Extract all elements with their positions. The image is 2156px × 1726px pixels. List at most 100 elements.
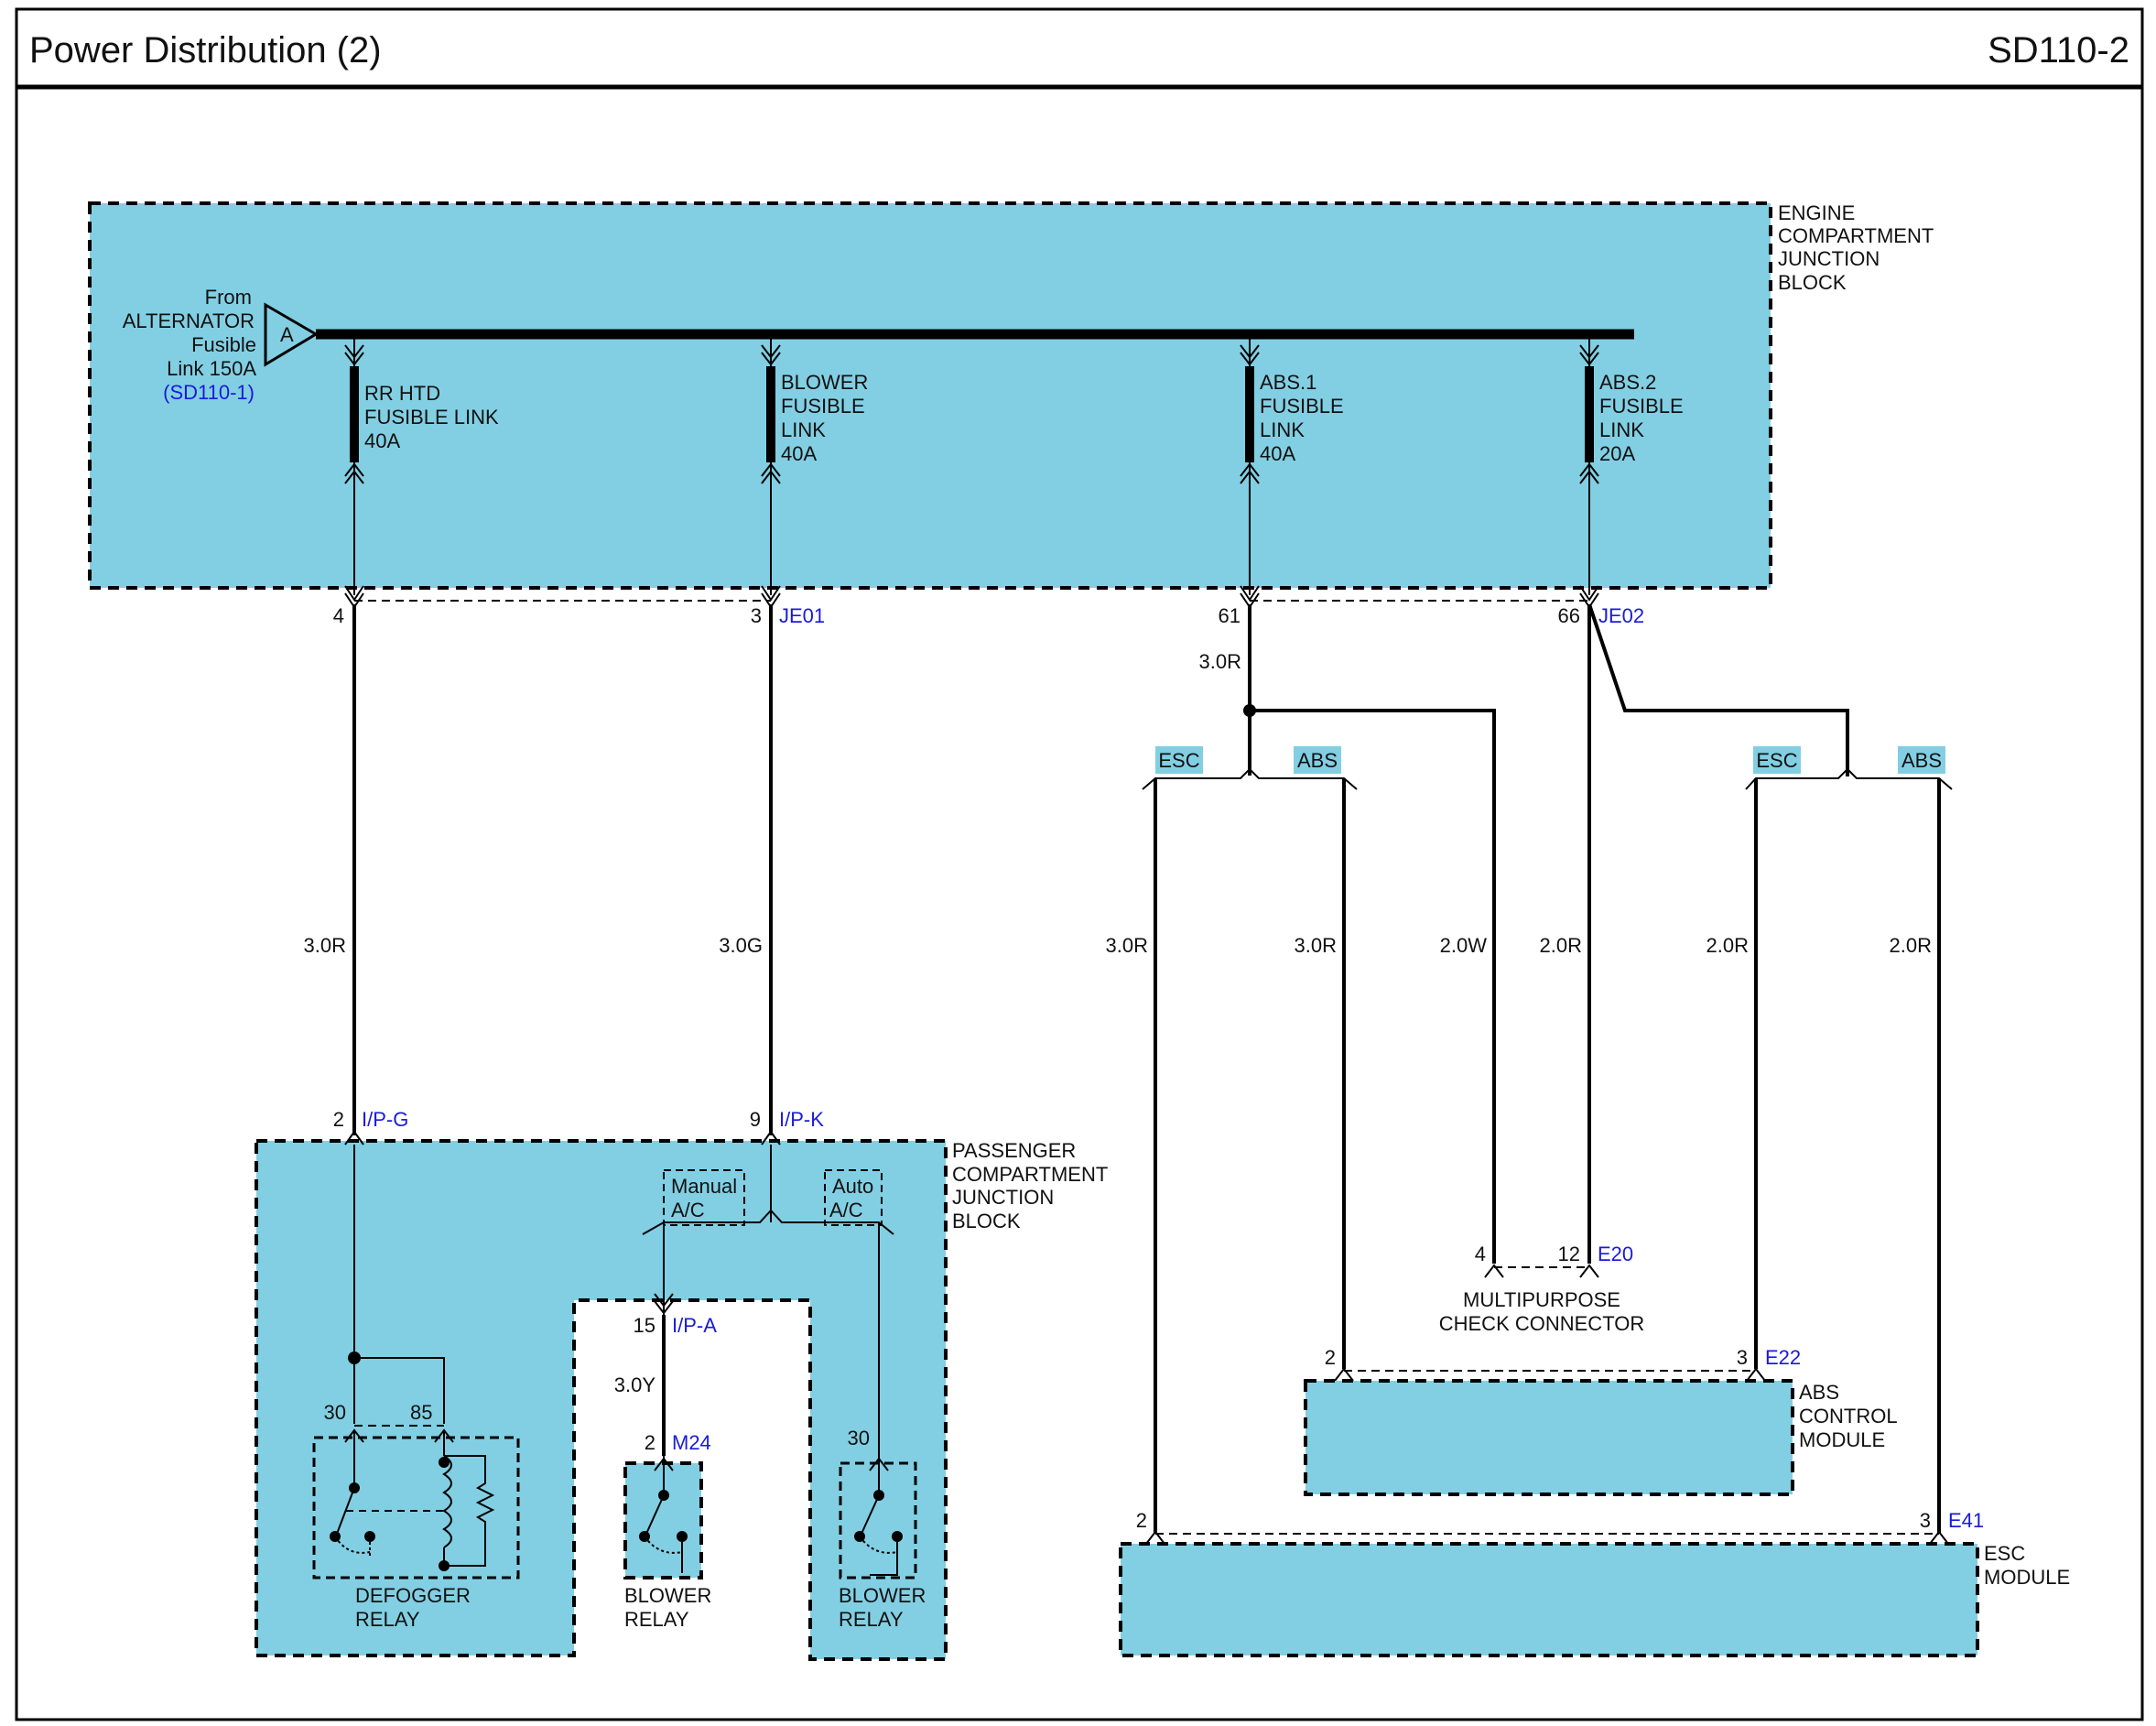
manual-ac-option [663, 1169, 745, 1226]
abs-module-label: ABS [1799, 1381, 1839, 1404]
pin-label: 3 [751, 604, 762, 627]
abs-module-label: CONTROL [1799, 1405, 1898, 1427]
pin-label: 2 [1325, 1346, 1336, 1369]
blower-relay-1-icon [639, 1457, 688, 1573]
connector-ipa: I/P-A [672, 1314, 717, 1337]
passenger-compartment-junction-block [255, 1139, 948, 1661]
wire-label: 3.0R [304, 934, 346, 957]
pin-label: 30 [848, 1427, 870, 1449]
wire-label: 3.0G [719, 934, 763, 957]
defogger-85-feed [354, 1357, 445, 1424]
ip-chevrons [344, 1130, 781, 1145]
pin-label: 9 [750, 1108, 761, 1131]
connector-m24: M24 [672, 1431, 711, 1454]
alternator-source: From ALTERNATOR Fusible Link 150A (SD110… [123, 286, 319, 404]
pin-label: 30 [324, 1401, 346, 1424]
svg-text:BLOWER: BLOWER [781, 371, 868, 394]
wire-label: 2.0W [1440, 934, 1488, 957]
esc-module-label: ESC [1984, 1542, 2025, 1565]
ipa-chevron [654, 1293, 674, 1315]
esc-module [1119, 1542, 1979, 1657]
svg-text:Link 150A: Link 150A [167, 357, 256, 380]
wire-je02-branch [1587, 603, 1849, 776]
ref-link: (SD110-1) [163, 381, 255, 404]
wire-label: 2.0R [1540, 934, 1582, 957]
svg-text:FUSIBLE: FUSIBLE [1599, 395, 1684, 418]
e22-chevrons [1334, 1367, 1766, 1382]
svg-text:40A: 40A [781, 442, 817, 465]
mpc-label: MULTIPURPOSE [1463, 1288, 1620, 1311]
fuse-abs2: ABS.2 FUSIBLE LINK 20A [1585, 334, 1684, 595]
auto-ac-option [824, 1169, 883, 1226]
blower-relay-2-label: BLOWER [839, 1584, 926, 1607]
defogger-relay-label: DEFOGGER [355, 1584, 471, 1607]
svg-text:ALTERNATOR: ALTERNATOR [123, 309, 255, 332]
mpc-label: CHECK CONNECTOR [1439, 1312, 1645, 1335]
wire-label: 3.0R [1106, 934, 1148, 957]
svg-text:JUNCTION: JUNCTION [952, 1186, 1054, 1209]
pin-label: 12 [1558, 1243, 1580, 1265]
blower-relay-2-label: RELAY [839, 1608, 904, 1631]
pcjb-label: PASSENGER COMPARTMENT JUNCTION BLOCK [952, 1139, 1108, 1232]
tag-label: ESC [1756, 749, 1797, 772]
connector-e41: E41 [1948, 1509, 1984, 1532]
svg-text:From: From [205, 286, 252, 309]
svg-text:RR HTD: RR HTD [364, 382, 440, 405]
svg-text:BLOCK: BLOCK [1778, 271, 1847, 294]
engine-compartment-junction-block [88, 201, 1772, 590]
svg-text:40A: 40A [1260, 442, 1295, 465]
svg-text:ABS.2: ABS.2 [1599, 371, 1656, 394]
pin-label: 66 [1558, 604, 1580, 627]
ecjb-label: ENGINE COMPARTMENT JUNCTION BLOCK [1778, 201, 1934, 294]
page-code: SD110-2 [1988, 30, 2129, 71]
svg-text:LINK: LINK [1599, 418, 1644, 441]
svg-text:FUSIBLE: FUSIBLE [1260, 395, 1344, 418]
pin-label: 61 [1219, 604, 1241, 627]
connector-ipg: I/P-G [362, 1108, 408, 1131]
svg-text:PASSENGER: PASSENGER [952, 1139, 1076, 1162]
page-title: Power Distribution (2) [29, 30, 382, 71]
svg-text:20A: 20A [1599, 442, 1635, 465]
wire-label: 2.0R [1706, 934, 1749, 957]
pin-label: 85 [410, 1401, 432, 1424]
tag-esc-2 [1753, 746, 1801, 774]
defogger-relay-label: RELAY [355, 1608, 420, 1631]
pin-label: 4 [333, 604, 344, 627]
connector-e22: E22 [1765, 1346, 1801, 1369]
abs-control-module [1304, 1379, 1794, 1496]
svg-text:ABS.1: ABS.1 [1260, 371, 1316, 394]
wire-label: 2.0R [1890, 934, 1932, 957]
svg-text:FUSIBLE LINK: FUSIBLE LINK [364, 406, 499, 429]
tag-abs-2 [1898, 746, 1945, 774]
svg-text:JUNCTION: JUNCTION [1778, 247, 1880, 270]
fuse-blower: BLOWER FUSIBLE LINK 40A [766, 334, 868, 595]
e41-chevrons [1145, 1530, 1949, 1545]
connector-je01: JE01 [779, 604, 825, 627]
svg-text:COMPARTMENT: COMPARTMENT [952, 1163, 1108, 1186]
pin-label: 2 [645, 1431, 655, 1454]
svg-text:COMPARTMENT: COMPARTMENT [1778, 224, 1934, 247]
pin-label: 3 [1737, 1346, 1748, 1369]
option-label: A/C [829, 1199, 863, 1221]
esc-module-label: MODULE [1984, 1566, 2070, 1589]
svg-text:FUSIBLE: FUSIBLE [781, 395, 865, 418]
tag-abs-1 [1294, 746, 1341, 774]
option-label: Auto [832, 1175, 873, 1198]
fuse-rr-htd: RR HTD FUSIBLE LINK 40A [350, 334, 499, 595]
blower-relay-1-label: BLOWER [624, 1584, 711, 1607]
pin-label: 4 [1475, 1243, 1486, 1265]
blower-relay-1-label: RELAY [624, 1608, 689, 1631]
option-label: Manual [671, 1175, 737, 1198]
svg-text:ENGINE: ENGINE [1778, 201, 1855, 224]
svg-text:A: A [280, 323, 294, 346]
connector-ipk: I/P-K [779, 1108, 824, 1131]
svg-text:BLOCK: BLOCK [952, 1210, 1021, 1232]
wire-label: 3.0R [1295, 934, 1337, 957]
pin-label: 2 [1136, 1509, 1147, 1532]
abs-module-label: MODULE [1799, 1428, 1885, 1451]
wire-label: 3.0R [1199, 650, 1241, 673]
svg-text:LINK: LINK [781, 418, 826, 441]
tag-label: ESC [1158, 749, 1199, 772]
tag-esc-1 [1155, 746, 1203, 774]
pin-label: 2 [333, 1108, 344, 1131]
